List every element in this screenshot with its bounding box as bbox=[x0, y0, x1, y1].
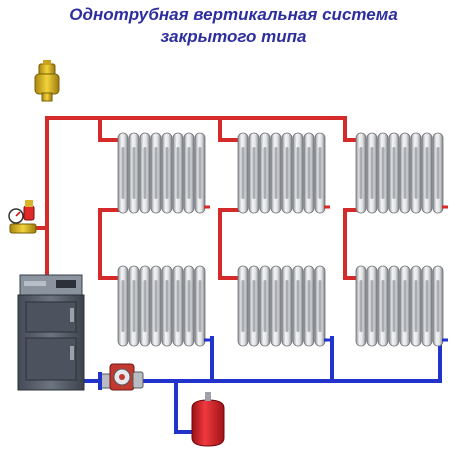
riser-2-top bbox=[218, 116, 240, 142]
expansion-tank-icon bbox=[191, 392, 225, 447]
title-line-2: закрытого типа bbox=[160, 27, 307, 46]
riser-1-mid bbox=[98, 208, 120, 280]
radiator-icon bbox=[237, 132, 330, 214]
riser-3-top bbox=[343, 116, 358, 142]
riser-1-top bbox=[98, 116, 120, 142]
radiator-icon bbox=[237, 265, 330, 347]
title-line-1: Однотрубная вертикальная система bbox=[69, 5, 398, 24]
supply-pipes bbox=[28, 116, 358, 287]
radiators bbox=[117, 132, 448, 347]
air-vent-icon bbox=[34, 60, 60, 102]
circulation-pump-icon bbox=[98, 363, 144, 391]
radiator-icon bbox=[117, 265, 210, 347]
boiler-icon bbox=[17, 274, 85, 391]
safety-group-icon bbox=[8, 200, 37, 234]
tank-branch bbox=[174, 379, 194, 434]
radiator-icon bbox=[355, 265, 448, 347]
radiator-icon bbox=[355, 132, 448, 214]
radiator-icon bbox=[117, 132, 210, 214]
riser-3-mid bbox=[343, 208, 358, 280]
diagram-title: Однотрубная вертикальная система закрыто… bbox=[0, 4, 467, 48]
riser-2-mid bbox=[218, 208, 240, 280]
